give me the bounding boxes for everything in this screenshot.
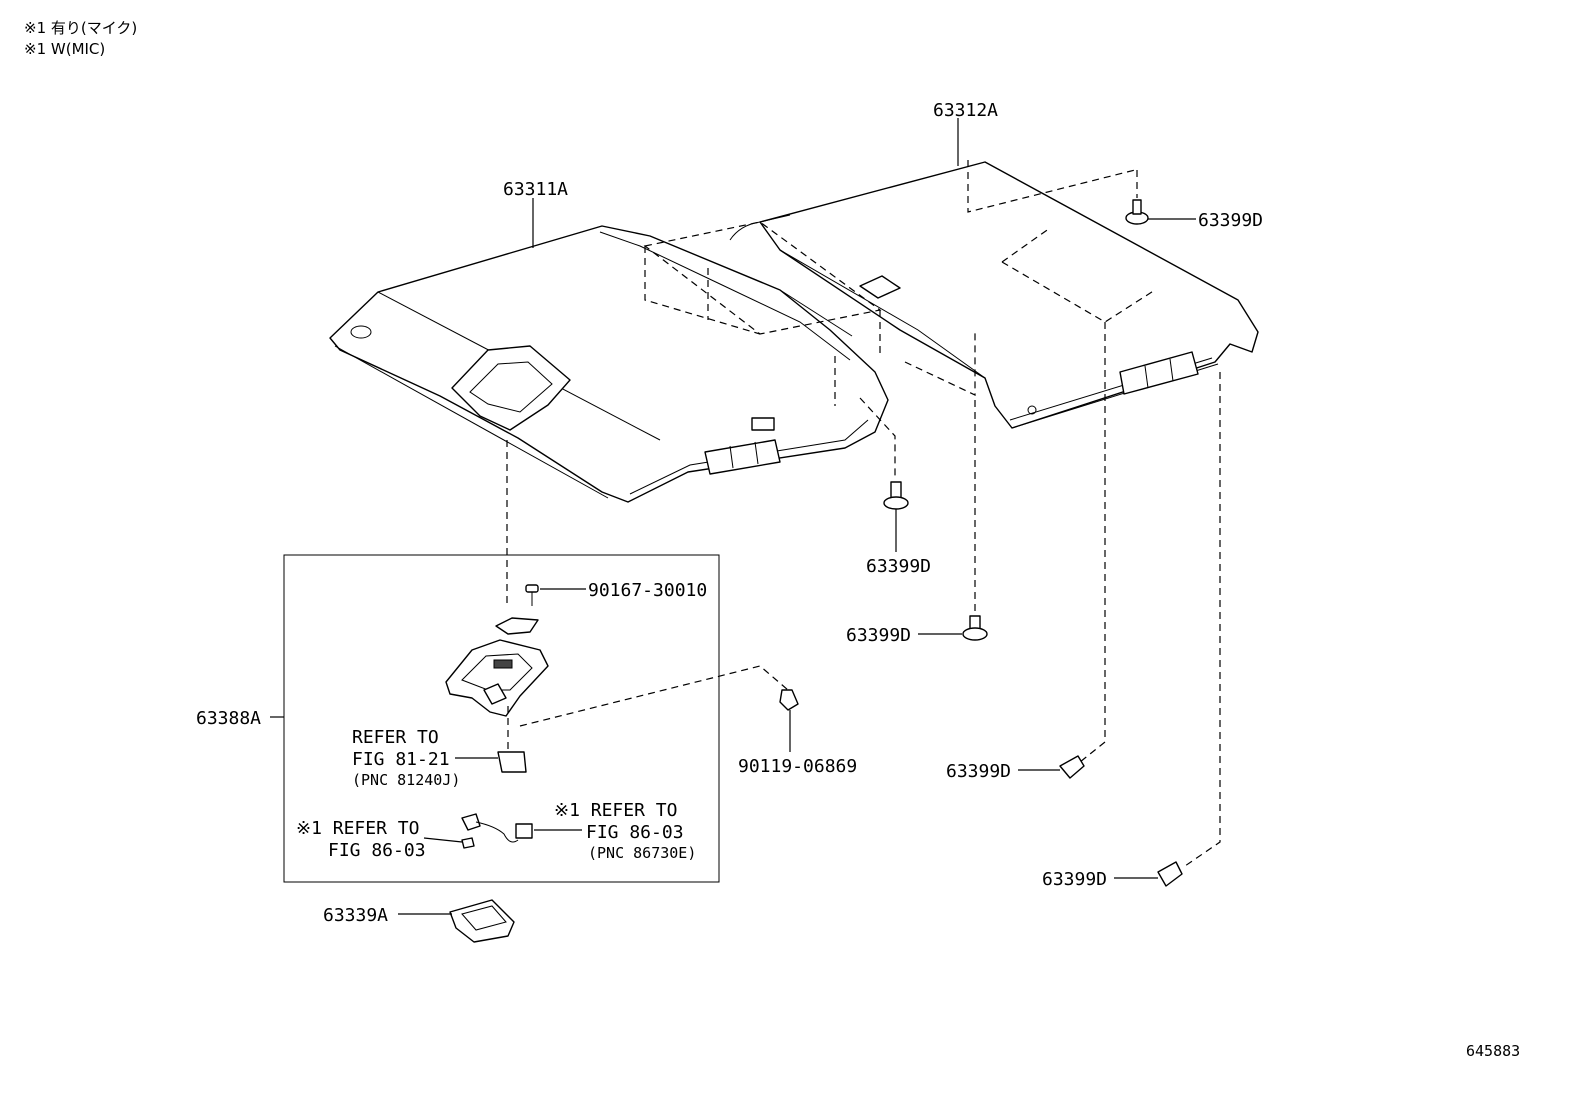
ref-mic-right-line1: ※1 REFER TO (554, 800, 677, 821)
label-clip-mid: 90119-06869 (738, 756, 857, 777)
ref-mic-right-line3: (PNC 86730E) (588, 844, 696, 862)
rear-headlining (729, 161, 1259, 429)
label-clip-mid-right: 63399D (846, 625, 911, 646)
label-clip-center: 63399D (866, 556, 931, 577)
label-63388a: 63388A (196, 708, 261, 729)
bracket-63339a (398, 899, 515, 943)
note-en: ※1 W(MIC) (24, 40, 105, 58)
clip-mid-right (918, 400, 988, 641)
clip-far-right (1114, 372, 1221, 887)
clip-mid-guide (519, 665, 789, 727)
ref-lamp-line3: (PNC 81240J) (352, 771, 460, 789)
clip-lower-right (1018, 322, 1106, 779)
label-screw: 90167-30010 (588, 580, 707, 601)
label-clip-lower-right: 63399D (946, 761, 1011, 782)
ref-mic-right-line2: FIG 86-03 (586, 822, 684, 843)
ref-mic-left-line2: FIG 86-03 (328, 840, 426, 861)
front-headlining (329, 225, 889, 503)
lamp (497, 751, 527, 773)
assembly-box (283, 554, 720, 883)
mount-guides (643, 160, 1156, 406)
mic-wiring (423, 813, 582, 849)
label-clip-far-right: 63399D (1042, 869, 1107, 890)
clip-top-right (1125, 170, 1196, 225)
plate (495, 617, 539, 635)
ref-lamp-line2: FIG 81-21 (352, 749, 450, 770)
clip-center (859, 397, 909, 552)
screw (525, 584, 586, 606)
clip-mid (779, 689, 799, 752)
label-63311a: 63311A (503, 179, 568, 200)
label-63312a: 63312A (933, 100, 998, 121)
ref-mic-left-line1: ※1 REFER TO (296, 818, 419, 839)
figure-id: 645883 (1466, 1042, 1520, 1060)
console-housing (445, 639, 549, 717)
label-63339a: 63339A (323, 905, 388, 926)
ref-lamp-line1: REFER TO (352, 727, 439, 748)
label-clip-top-right: 63399D (1198, 210, 1263, 231)
note-jp: ※1 有り(マイク) (24, 19, 137, 37)
